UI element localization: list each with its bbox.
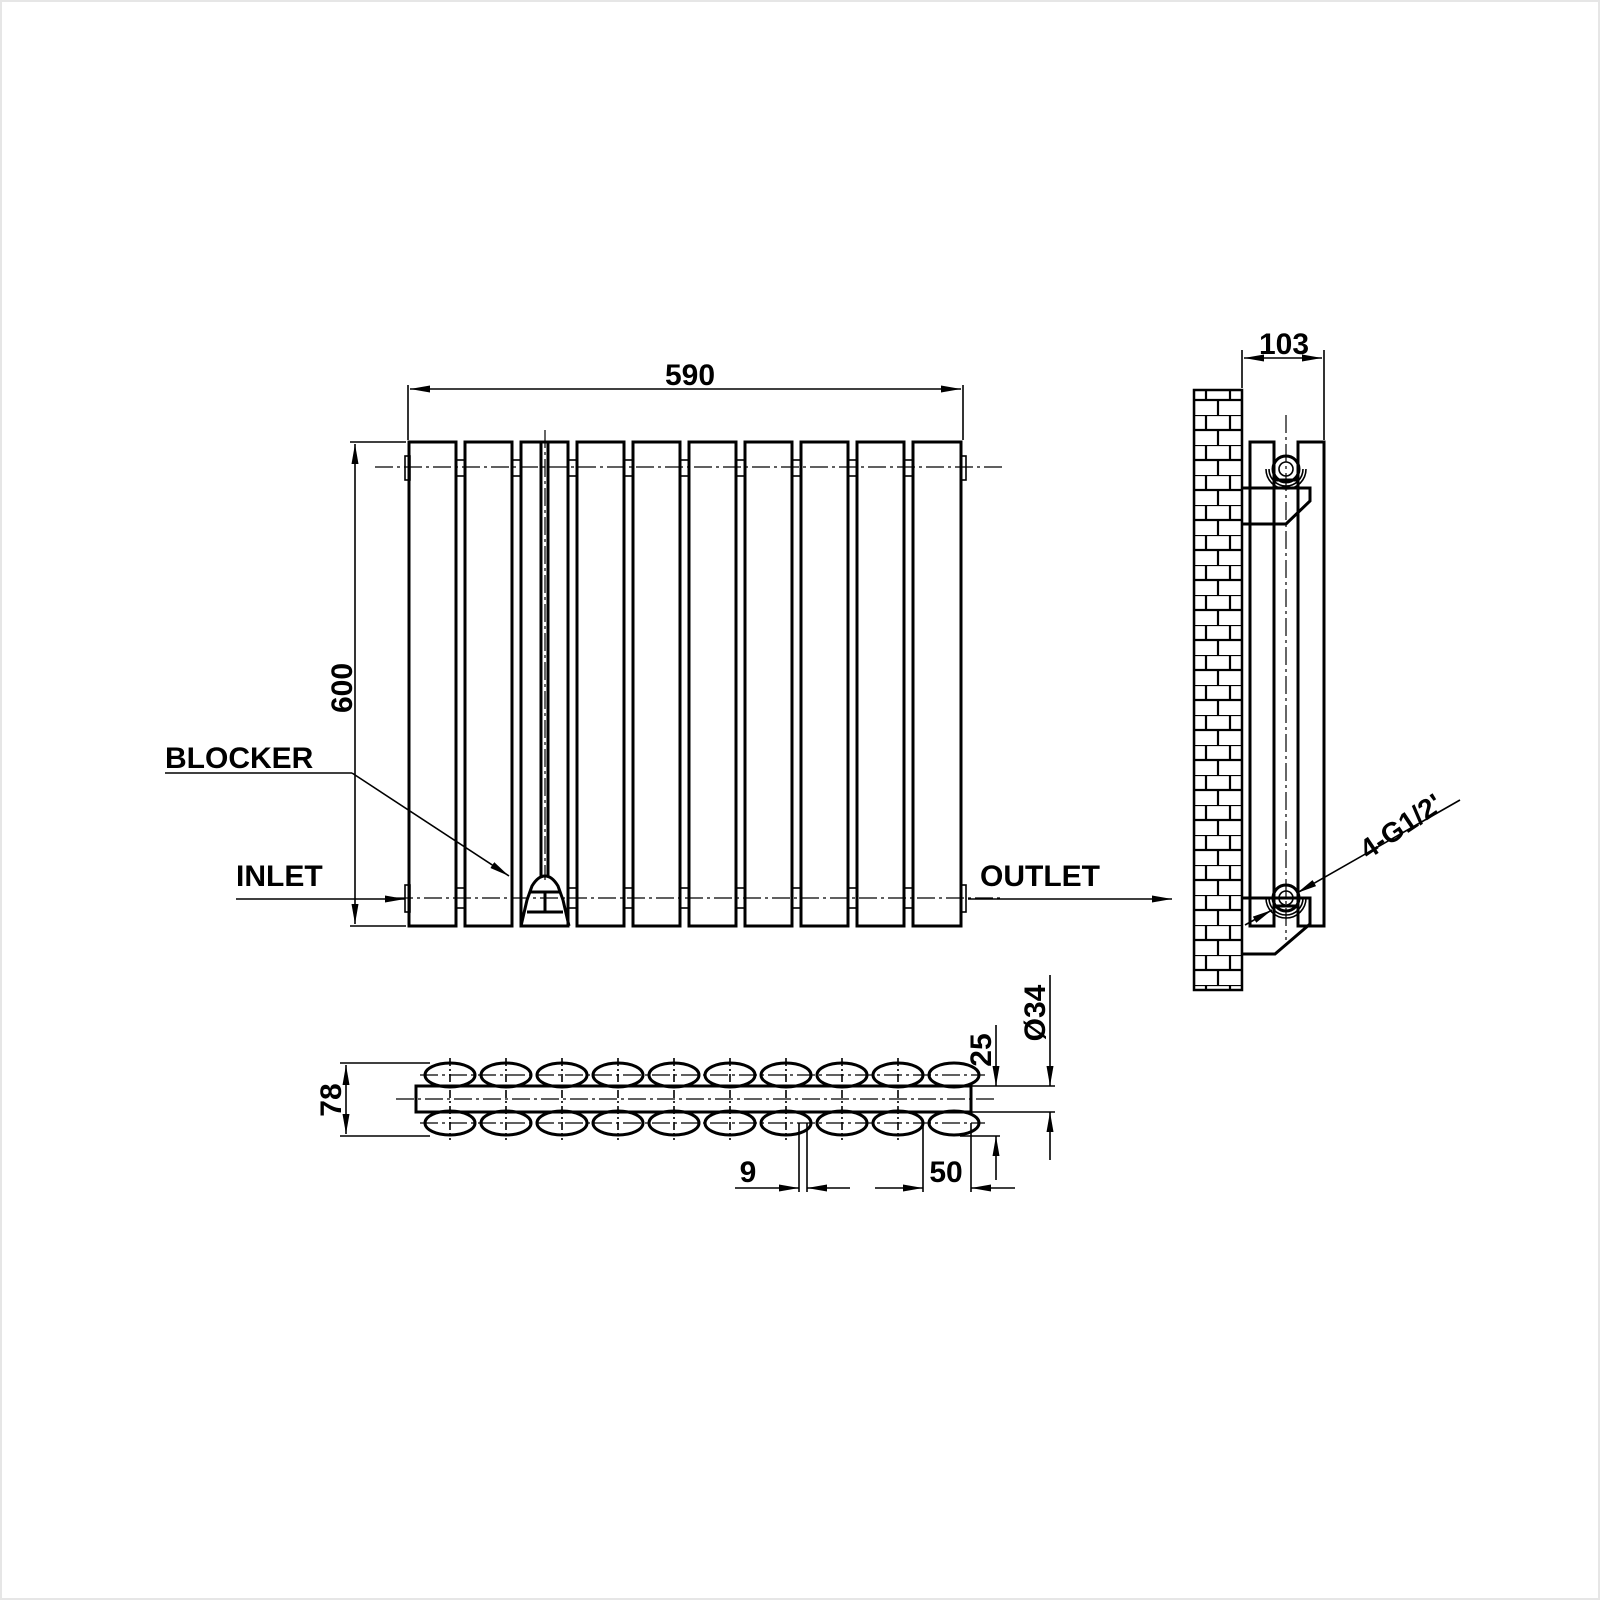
top-view: 78 25 Ø34 9 50 — [315, 975, 1055, 1192]
top-header-connectors — [404, 455, 967, 481]
connection-label: 4-G1/2' — [1354, 788, 1448, 865]
front-view: 590 600 BLOCKER INLET OUTLET — [165, 359, 1172, 928]
top-depth-label: 78 — [315, 1083, 348, 1116]
width-label: 590 — [665, 359, 715, 392]
gap-label: 9 — [740, 1156, 757, 1189]
outlet-label: OUTLET — [980, 860, 1100, 893]
height-label: 600 — [326, 663, 359, 713]
column-depth-label: 25 — [965, 1033, 998, 1066]
inlet-label: INLET — [236, 860, 323, 893]
radiator-columns — [407, 440, 963, 928]
blocker-leader — [351, 772, 510, 877]
blocker-label: BLOCKER — [165, 742, 314, 775]
side-depth-label: 103 — [1259, 328, 1309, 361]
brick-wall — [1192, 388, 1244, 992]
side-view: 103 4-G1/2' — [1192, 328, 1461, 992]
connection-leader — [1296, 799, 1461, 894]
blocker-shape — [519, 442, 571, 927]
pipe-diameter-label: Ø34 — [1019, 984, 1052, 1041]
column-width-label: 50 — [929, 1156, 962, 1189]
